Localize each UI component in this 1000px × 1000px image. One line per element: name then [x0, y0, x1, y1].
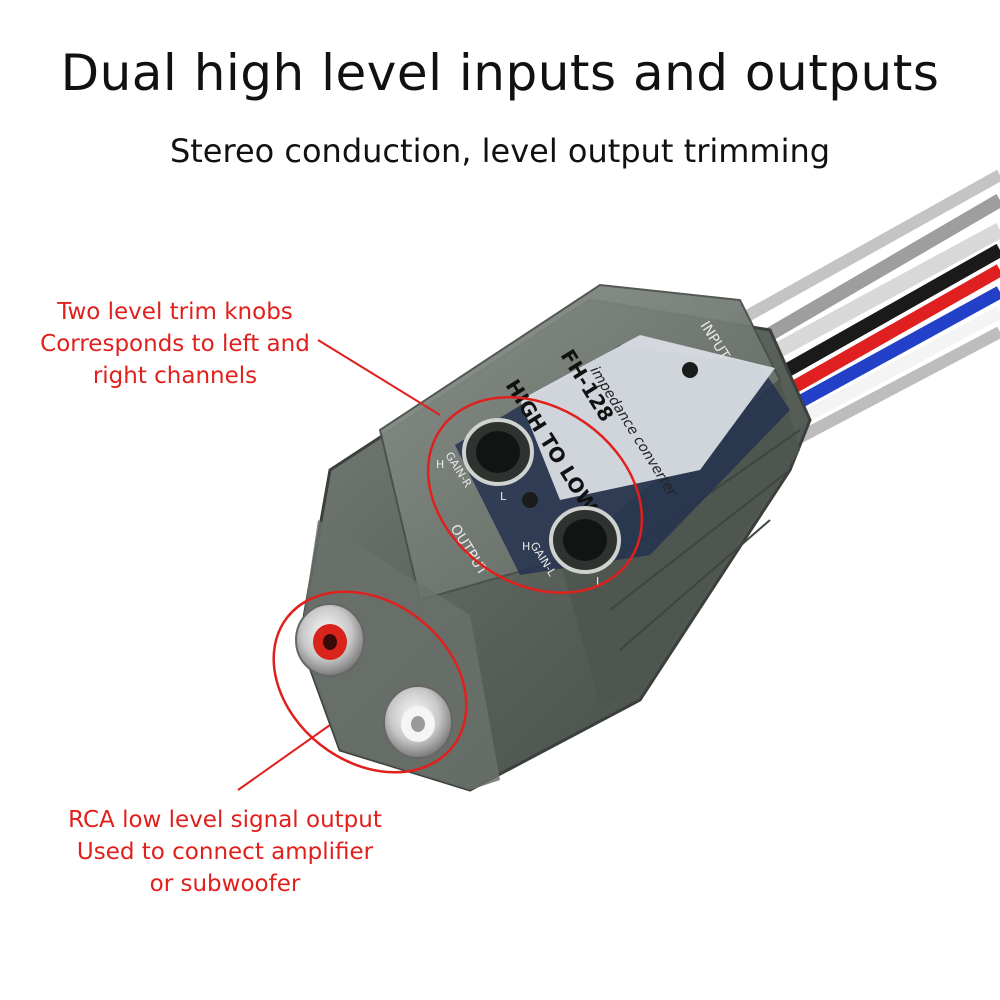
callout-trim-knobs: Two level trim knobs Corresponds to left… [20, 296, 330, 392]
callout-rca-line-1: RCA low level signal output [68, 807, 382, 833]
knob-leader-line [317, 339, 441, 416]
gain-right-low-mark: L [500, 490, 507, 503]
rca-highlight-circle [272, 590, 468, 774]
page-title: Dual high level inputs and outputs [60, 44, 940, 102]
gain-right-knob[interactable] [462, 418, 534, 486]
knob-highlight-circle [426, 396, 644, 594]
callout-knobs-line-2: Corresponds to left and [40, 331, 310, 357]
gain-left-low-mark: L [596, 575, 603, 588]
callout-knobs-line-3: right channels [92, 363, 258, 389]
callout-rca-output: RCA low level signal output Used to conn… [40, 804, 410, 900]
rca-jack-white[interactable] [383, 685, 453, 759]
wire-bundle [737, 169, 1000, 446]
gain-left-high-mark: H [522, 540, 530, 553]
input-led [682, 362, 698, 378]
callout-knobs-line-1: Two level trim knobs [57, 299, 293, 325]
callout-rca-line-2: Used to connect amplifier [76, 839, 374, 865]
rca-leader-line [237, 724, 331, 791]
page-subtitle: Stereo conduction, level output trimming [169, 132, 831, 170]
rca-jack-red[interactable] [295, 603, 365, 677]
callout-rca-line-3: or subwoofer [149, 871, 301, 897]
gain-right-high-mark: H [436, 458, 444, 471]
gain-left-knob[interactable] [549, 506, 621, 574]
status-led [522, 492, 538, 508]
